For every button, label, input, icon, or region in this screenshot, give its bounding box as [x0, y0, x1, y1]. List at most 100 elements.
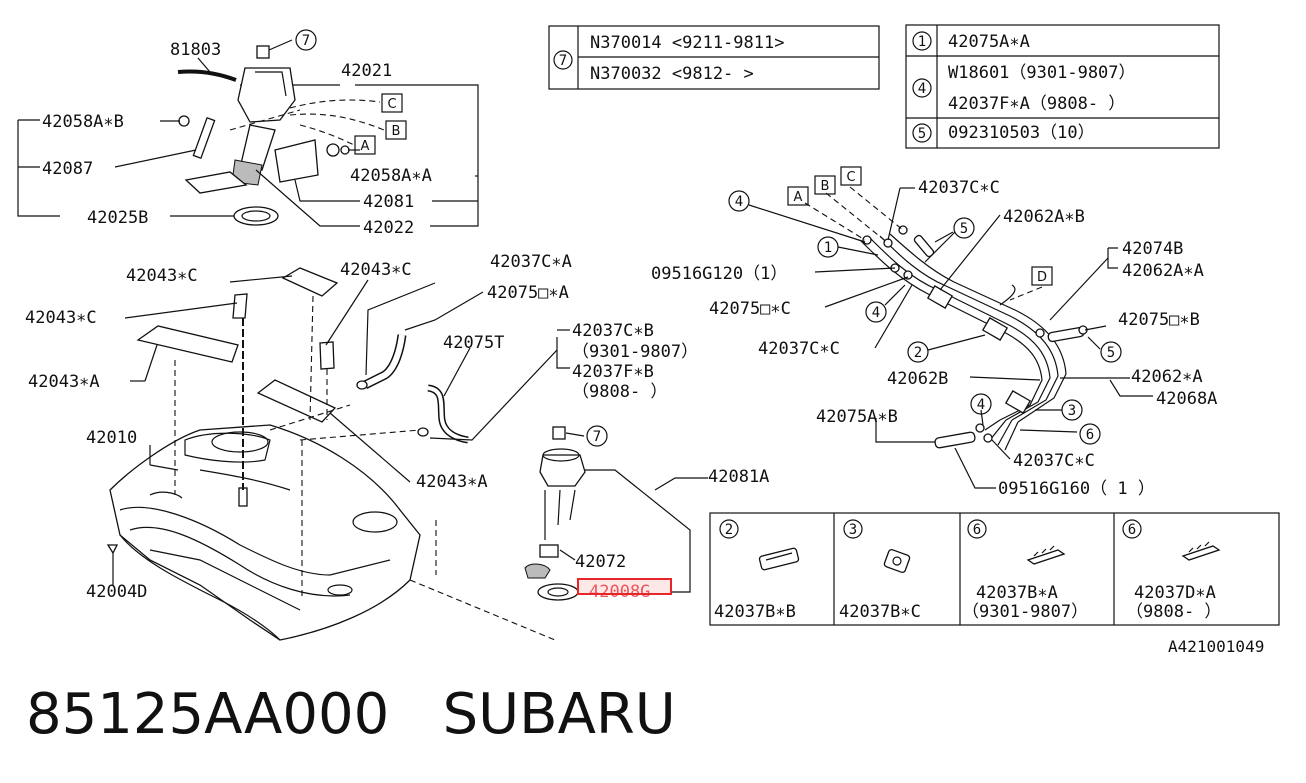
- svg-text:4: 4: [872, 305, 880, 321]
- svg-text:B: B: [821, 179, 830, 194]
- label-9301-9807: （9301-9807）: [572, 342, 698, 362]
- callout-4-c: 4: [970, 393, 992, 415]
- svg-text:7: 7: [302, 33, 310, 49]
- sub-tank-pump: [524, 426, 708, 601]
- highlight-42008G: 42008G: [577, 578, 672, 602]
- label-42058AA: 42058A∗A: [350, 166, 432, 186]
- label-42075DC: 42075□∗C: [709, 299, 791, 319]
- svg-text:D: D: [1037, 270, 1047, 285]
- label-42043C-2: 42043∗C: [340, 260, 412, 280]
- clip-cell-3-label: 42037B∗A: [976, 583, 1058, 603]
- label-42043C-3: 42043∗C: [25, 308, 97, 328]
- clip-cell-3-sub: （9301-9807）: [962, 602, 1088, 622]
- label-42058AB: 42058A∗B: [42, 112, 124, 132]
- ref-table-7-key: 7: [559, 53, 567, 69]
- svg-text:A: A: [794, 190, 803, 205]
- clip-6b-image: [1181, 541, 1221, 561]
- ref-table-7: 7 N370014 <9211-9811> N370032 <9812- >: [548, 25, 880, 90]
- label-42072: 42072: [575, 552, 626, 572]
- label-42062A: 42062∗A: [1131, 367, 1203, 387]
- callout-box-D: D: [1031, 266, 1053, 286]
- footer-caption: 85125AA000 SUBARU: [26, 682, 676, 747]
- label-42081A: 42081A: [708, 467, 769, 487]
- label-81803: 81803: [170, 40, 221, 60]
- clip-2-image: [758, 547, 800, 571]
- callout-4-b: 4: [865, 301, 887, 323]
- label-42062AA: 42062A∗A: [1122, 261, 1204, 281]
- ref-row-1-key: 1: [918, 34, 926, 50]
- footer-brand: SUBARU: [442, 682, 676, 747]
- clip-table: 2 42037B∗B 3 42037B∗C 6 42037B∗A （9301-9…: [709, 512, 1280, 626]
- label-09516G160: 09516G160（ 1 ）: [998, 479, 1155, 499]
- svg-text:1: 1: [824, 240, 832, 256]
- label-09516G120: 09516G120（1）: [651, 264, 787, 284]
- callout-3: 3: [1061, 399, 1083, 421]
- svg-text:C: C: [387, 97, 396, 112]
- label-42068A: 42068A: [1156, 389, 1217, 409]
- ref-row-5-key: 5: [918, 126, 926, 142]
- fuel-tank: [106, 267, 556, 641]
- ref-table-7-row-2: N370032 <9812- >: [590, 64, 754, 84]
- clip-cell-4-key: 6: [1128, 522, 1136, 538]
- clip-cell-4-sub: （9808- ）: [1126, 602, 1221, 622]
- label-42074B: 42074B: [1122, 239, 1183, 259]
- label-42021: 42021: [341, 61, 392, 81]
- svg-text:5: 5: [960, 221, 968, 237]
- label-42037CA: 42037C∗A: [490, 252, 572, 272]
- callout-box-C-right: C: [840, 166, 862, 186]
- ref-table-right: 1 42075A∗A 4 W18601（9301-9807） 42037F∗A（…: [905, 24, 1220, 149]
- svg-text:3: 3: [1068, 403, 1076, 419]
- clip-cell-1-key: 2: [725, 522, 733, 538]
- label-42004D: 42004D: [86, 582, 147, 602]
- svg-text:C: C: [846, 170, 855, 185]
- callout-box-A-top: A: [354, 135, 376, 155]
- clip-cell-3-key: 6: [973, 522, 981, 538]
- clip-3-image: [883, 548, 911, 574]
- svg-text:5: 5: [1107, 345, 1115, 361]
- ref-row-4-key: 4: [918, 81, 926, 97]
- svg-text:4: 4: [735, 194, 743, 210]
- label-42075T: 42075T: [443, 333, 504, 353]
- svg-text:B: B: [392, 124, 401, 139]
- label-42081: 42081: [363, 192, 414, 212]
- filler-hoses: [356, 282, 570, 444]
- label-42043A-1: 42043∗A: [28, 372, 100, 392]
- svg-text:6: 6: [1086, 427, 1094, 443]
- svg-text:4: 4: [977, 397, 985, 413]
- clip-cell-2-label: 42037B∗C: [839, 602, 921, 622]
- label-42010: 42010: [86, 428, 137, 448]
- callout-4-a: 4: [728, 190, 750, 212]
- clip-cell-4-label: 42037D∗A: [1134, 583, 1216, 603]
- callout-7-mid: 7: [586, 425, 608, 447]
- label-42037CC-2: 42037C∗C: [758, 339, 840, 359]
- label-42087: 42087: [42, 159, 93, 179]
- fuel-line-assembly: [748, 186, 1153, 489]
- label-42043C-1: 42043∗C: [126, 266, 198, 286]
- label-42025B: 42025B: [87, 208, 148, 228]
- ref-row-4-line-1: W18601（9301-9807）: [948, 63, 1136, 83]
- label-42037CC-1: 42037C∗C: [918, 178, 1000, 198]
- label-42062B: 42062B: [887, 369, 948, 389]
- svg-text:2: 2: [914, 345, 922, 361]
- callout-box-C-top: C: [381, 93, 403, 113]
- label-9808: （9808- ）: [572, 382, 667, 402]
- label-42043A-2: 42043∗A: [416, 472, 488, 492]
- ref-row-4-line-2: 42037F∗A（9808- ）: [948, 94, 1125, 114]
- ref-row-1-line-1: 42075A∗A: [948, 32, 1030, 52]
- footer-part-number: 85125AA000: [26, 682, 390, 747]
- callout-1: 1: [817, 236, 839, 258]
- callout-box-B-top: B: [385, 120, 407, 140]
- callout-5-b: 5: [1100, 341, 1122, 363]
- svg-text:A: A: [361, 139, 370, 154]
- clip-cell-1-label: 42037B∗B: [714, 602, 796, 622]
- label-42062AB: 42062A∗B: [1003, 207, 1085, 227]
- label-42037CC-3: 42037C∗C: [1013, 451, 1095, 471]
- clip-6a-image: [1026, 545, 1066, 565]
- callout-box-A-right: A: [787, 186, 809, 206]
- label-42022: 42022: [363, 218, 414, 238]
- label-42075DA: 42075□∗A: [487, 283, 569, 303]
- label-42075AB: 42075A∗B: [816, 407, 898, 427]
- ref-row-5-line-1: 092310503（10）: [948, 123, 1095, 143]
- label-42008G: 42008G: [589, 582, 650, 602]
